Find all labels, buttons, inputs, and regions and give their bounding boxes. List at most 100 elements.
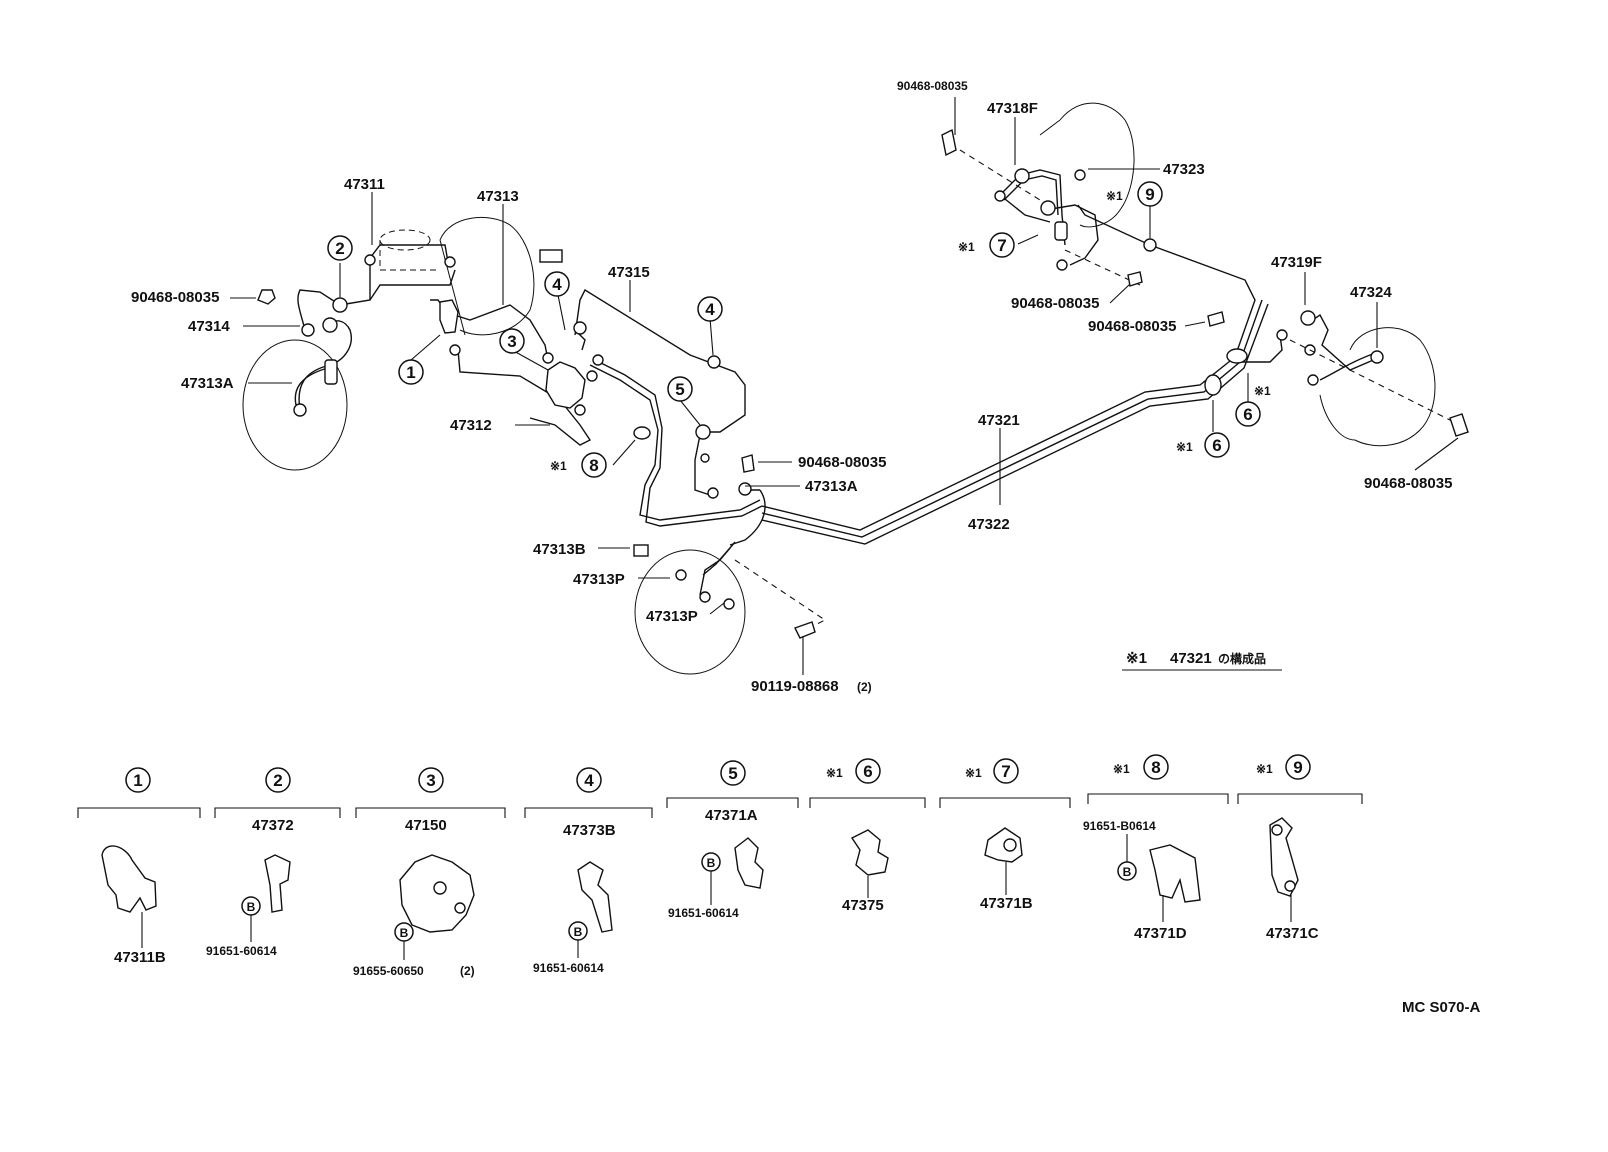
front-left-disc-outline xyxy=(242,339,348,471)
label-47313P-2: 47313P xyxy=(646,608,698,625)
svg-text:91651-60614: 91651-60614 xyxy=(533,961,604,975)
svg-text:6: 6 xyxy=(1212,436,1221,455)
svg-text:4: 4 xyxy=(552,275,562,294)
label-47321: 47321 xyxy=(978,412,1020,429)
svg-text:4: 4 xyxy=(705,300,715,319)
detail-group-1: 1 47311B xyxy=(77,767,201,966)
detail-group-8: ※1 8 91651-B0614 B 47371D xyxy=(1083,754,1229,942)
svg-text:6: 6 xyxy=(863,762,872,781)
label-90468-f: 90468-08035 xyxy=(1364,475,1452,492)
svg-text:B: B xyxy=(247,900,256,914)
label-47319F: 47319F xyxy=(1271,254,1322,271)
label-47311: 47311 xyxy=(344,176,385,193)
label-90468-c: 90468-08035 xyxy=(897,79,968,93)
svg-text:※1: ※1 xyxy=(550,459,567,473)
svg-text:91655-60650: 91655-60650 xyxy=(353,964,424,978)
svg-text:4: 4 xyxy=(584,771,594,790)
callout-4-main-a: 4 xyxy=(544,271,570,297)
svg-text:47371B: 47371B xyxy=(980,895,1033,912)
detail-group-3: 3 47150 B 91655-60650 (2) xyxy=(353,767,506,978)
label-47323: 47323 xyxy=(1163,161,1205,178)
label-47313: 47313 xyxy=(477,188,519,205)
label-90468-a: 90468-08035 xyxy=(131,289,219,306)
brake-booster xyxy=(379,216,563,336)
svg-text:※1: ※1 xyxy=(1254,384,1271,398)
svg-text:※1: ※1 xyxy=(826,766,843,780)
proportioning-valve xyxy=(545,354,604,416)
svg-text:B: B xyxy=(707,856,716,870)
label-47313A-left: 47313A xyxy=(181,375,234,392)
svg-text:B: B xyxy=(574,925,583,939)
svg-text:2: 2 xyxy=(335,239,344,258)
svg-text:※1: ※1 xyxy=(965,766,982,780)
svg-text:47371C: 47371C xyxy=(1266,925,1319,942)
detail-group-6: ※1 6 47375 xyxy=(809,758,926,914)
callout-7-main: ※1 7 xyxy=(958,232,1015,258)
callout-5-main: 5 xyxy=(667,376,693,402)
svg-text:1: 1 xyxy=(406,363,415,382)
front-right-brake-assembly xyxy=(633,482,827,675)
label-47313A-mid: 47313A xyxy=(805,478,858,495)
svg-text:7: 7 xyxy=(1001,762,1010,781)
figure-code: MC S070-A xyxy=(1402,999,1481,1016)
svg-text:※1: ※1 xyxy=(958,240,975,254)
svg-text:47311B: 47311B xyxy=(114,949,166,966)
svg-text:9: 9 xyxy=(1145,185,1154,204)
kit-note: ※1 47321 の構成品 xyxy=(1122,650,1282,671)
label-90119-qty: (2) xyxy=(857,680,872,694)
detail-group-9: ※1 9 47371C xyxy=(1237,754,1363,942)
svg-text:91651-60614: 91651-60614 xyxy=(668,906,739,920)
svg-text:5: 5 xyxy=(675,380,684,399)
clips xyxy=(257,128,1469,473)
svg-text:47372: 47372 xyxy=(252,817,294,834)
label-47322: 47322 xyxy=(968,516,1010,533)
label-90468-e: 90468-08035 xyxy=(1088,318,1176,335)
svg-text:※1: ※1 xyxy=(1256,762,1273,776)
svg-text:3: 3 xyxy=(426,771,435,790)
detail-group-5: 5 47371A B 91651-60614 xyxy=(666,760,799,920)
rear-right-brake-assembly xyxy=(1276,310,1461,447)
label-90468-d: 90468-08035 xyxy=(1011,295,1099,312)
callout-1-main: 1 xyxy=(398,359,424,385)
svg-text:6: 6 xyxy=(1243,405,1252,424)
label-90119: 90119-08868 xyxy=(751,678,839,695)
svg-text:(2): (2) xyxy=(460,964,475,978)
callout-9-main: ※1 9 xyxy=(1106,181,1163,207)
svg-text:47373B: 47373B xyxy=(563,822,616,839)
label-90468-b: 90468-08035 xyxy=(798,454,886,471)
leader-lines xyxy=(230,97,1459,615)
svg-text:3: 3 xyxy=(507,332,516,351)
callout-3-main: 3 xyxy=(499,328,525,354)
detail-group-7: ※1 7 47371B xyxy=(939,758,1071,912)
label-47313P-1: 47313P xyxy=(573,571,625,588)
master-fittings xyxy=(332,254,721,499)
rear-left-brake-assembly xyxy=(959,102,1141,286)
label-47313B: 47313B xyxy=(533,541,586,558)
detail-group-2: 2 47372 B 91651-60614 xyxy=(206,767,341,958)
callout-6-main-a: ※1 6 xyxy=(1235,384,1271,427)
svg-text:47321: 47321 xyxy=(1170,650,1212,667)
svg-text:47150: 47150 xyxy=(405,817,447,834)
svg-text:の構成品: の構成品 xyxy=(1218,651,1266,666)
front-left-brake-assembly xyxy=(242,289,352,471)
svg-text:※1: ※1 xyxy=(1106,189,1123,203)
callout-2-main: 2 xyxy=(327,235,353,261)
detail-group-4: 4 47373B B 91651-60614 xyxy=(524,767,653,975)
svg-text:B: B xyxy=(400,926,409,940)
callout-6-main-b: ※1 6 xyxy=(1176,432,1230,458)
svg-text:※1: ※1 xyxy=(1176,440,1193,454)
svg-text:5: 5 xyxy=(728,764,737,783)
callout-4-main-b: 4 xyxy=(697,296,723,322)
svg-text:1: 1 xyxy=(133,771,142,790)
svg-text:91651-60614: 91651-60614 xyxy=(206,944,277,958)
label-47324: 47324 xyxy=(1350,284,1392,301)
svg-text:2: 2 xyxy=(273,771,282,790)
label-47315: 47315 xyxy=(608,264,650,281)
main-rear-lines xyxy=(761,204,1283,545)
svg-text:※1: ※1 xyxy=(1126,650,1147,667)
svg-text:47371D: 47371D xyxy=(1134,925,1187,942)
callout-8-main: ※1 8 xyxy=(550,452,607,478)
svg-text:※1: ※1 xyxy=(1113,762,1130,776)
label-47318F: 47318F xyxy=(987,100,1038,117)
